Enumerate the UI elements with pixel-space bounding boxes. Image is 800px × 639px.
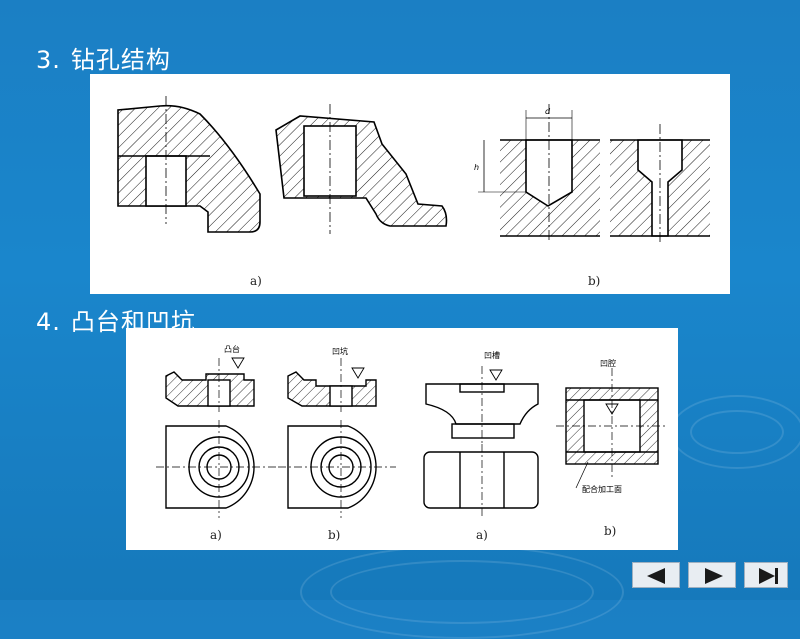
drawing-a-left	[117, 96, 261, 233]
triangle-right-icon	[705, 568, 723, 584]
figure2-caption-2: b)	[328, 528, 341, 542]
figure1-caption-a: a)	[250, 274, 262, 288]
boss-pit-figure: 凸台 凹坑 凹槽	[126, 328, 678, 550]
mating-surface-label: 配合加工面	[582, 484, 622, 494]
groove-drawing	[423, 366, 539, 518]
boss-label: 凸台	[224, 344, 240, 354]
section-4-number: 4.	[36, 308, 61, 336]
section-3-heading: 3. 钻孔结构	[36, 40, 171, 75]
next-slide-button[interactable]	[688, 562, 736, 588]
pit-label: 凹坑	[332, 346, 348, 356]
skip-to-end-icon	[759, 568, 778, 584]
section-3-number: 3.	[36, 46, 61, 74]
dimension-h-label: h	[474, 163, 479, 172]
cavity-drawing	[556, 368, 668, 489]
cavity-label: 凹腔	[600, 358, 616, 368]
boss-drawing	[156, 357, 276, 518]
previous-slide-button[interactable]	[632, 562, 680, 588]
figure2-caption-3: a)	[476, 528, 488, 542]
pit-drawing	[278, 358, 396, 518]
figure2-caption-1: a)	[210, 528, 222, 542]
section-4-heading: 4.凸台和凹坑	[36, 302, 196, 337]
last-slide-button[interactable]	[744, 562, 788, 588]
triangle-left-icon	[647, 568, 665, 584]
drawing-b-stepped-hole	[610, 124, 710, 242]
section-3-title: 钻孔结构	[70, 46, 171, 74]
drawing-b-blind-hole	[478, 104, 600, 242]
figure2-caption-4: b)	[604, 524, 617, 538]
dimension-d-label: d	[545, 107, 551, 116]
drawing-a-right	[275, 104, 448, 234]
ripple-decoration	[300, 545, 624, 639]
figure1-caption-b: b)	[588, 274, 601, 288]
drilling-figure: d h a) b)	[90, 74, 730, 294]
groove-label: 凹槽	[484, 350, 500, 360]
ripple-decoration	[670, 395, 800, 469]
